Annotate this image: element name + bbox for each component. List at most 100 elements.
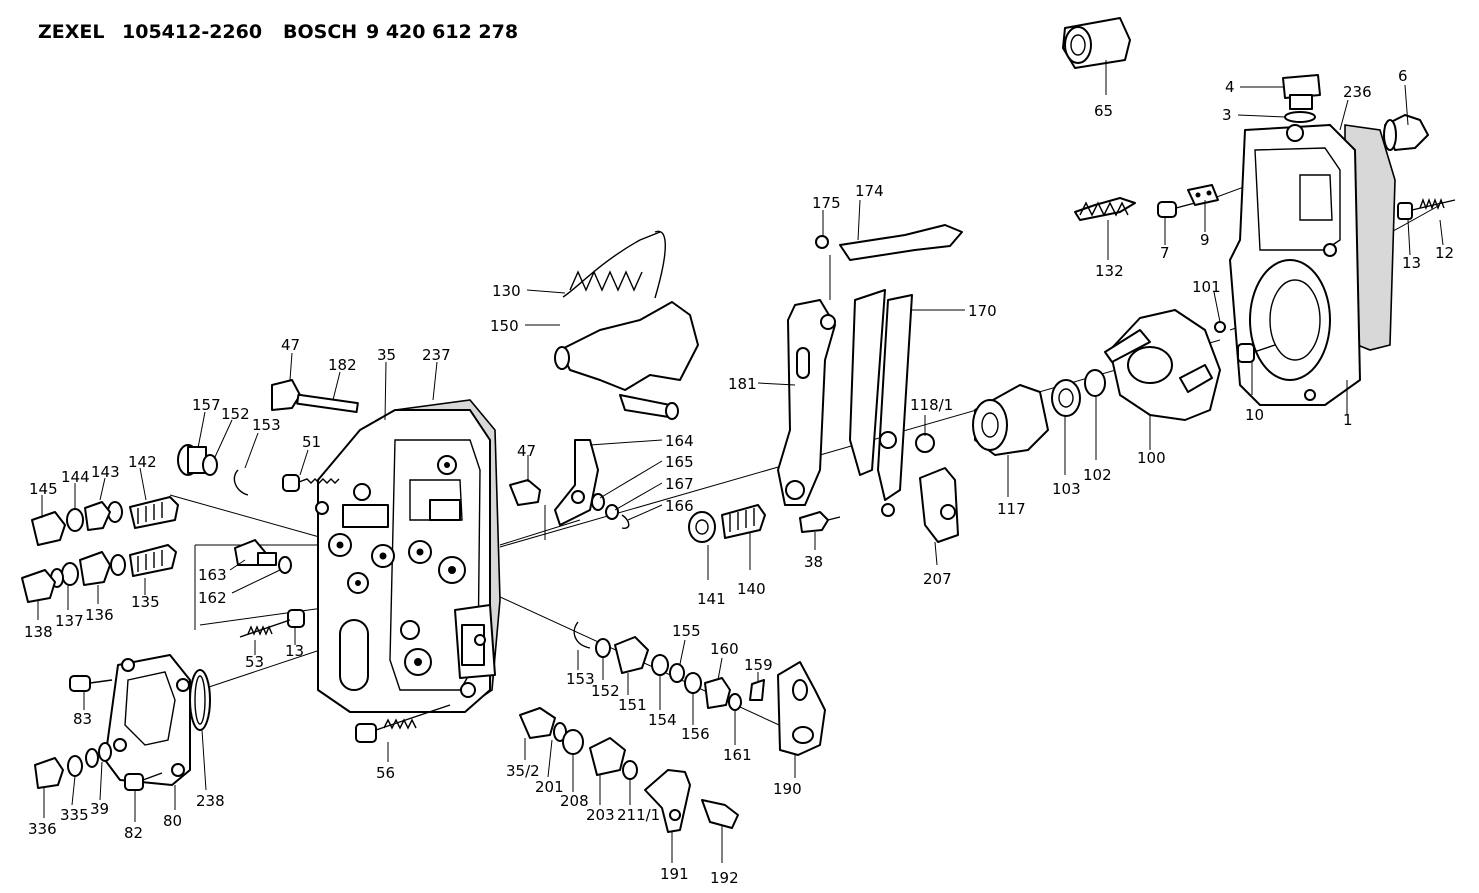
lower-center-parts [519,621,826,833]
label-336: 336 [28,820,57,838]
label-7: 7 [1160,244,1170,262]
label-208: 208 [560,792,589,810]
ring-152a [202,454,218,476]
nut-143 [84,501,111,531]
label-190: 190 [773,780,802,798]
nut-136 [79,551,111,586]
label-162: 162 [198,589,227,607]
label-80: 80 [163,812,182,830]
label-151: 151 [618,696,647,714]
header: ZEXEL 105412-2260 BOSCH 9 420 612 278 [38,21,518,43]
key-159 [749,679,765,701]
circlip-175 [815,235,829,249]
label-154: 154 [648,711,677,729]
brand-zexel: ZEXEL [38,21,105,43]
washer-102 [1084,369,1106,397]
governor-housing [1229,124,1396,406]
label-47a: 47 [281,336,300,354]
label-130: 130 [492,282,521,300]
label-181: 181 [728,375,757,393]
label-159: 159 [744,656,773,674]
label-83: 83 [73,710,92,728]
bolt-51 [282,474,300,492]
washer-144 [66,508,84,532]
brand-bosch: BOSCH [283,21,357,43]
lever-150 [559,301,699,391]
label-174: 174 [855,182,884,200]
screw-135 [129,544,177,577]
spring-lever-150 [554,230,699,420]
ring-154 [651,654,669,676]
label-192: 192 [710,869,739,887]
label-132: 132 [1095,262,1124,280]
washer-118-1 [915,433,935,453]
washer-137 [61,562,79,586]
cup-203 [589,737,626,776]
cap-nut-138 [21,569,56,603]
leader-lines [37,60,1444,863]
label-100: 100 [1137,449,1166,467]
label-4: 4 [1225,78,1235,96]
washer-161 [728,693,742,711]
screw-plug-4 [1282,74,1321,99]
part-labels: 65 4 3 236 6 132 7 9 13 12 101 10 1 100 … [24,67,1454,887]
lever-181 [777,299,836,506]
label-203: 203 [586,806,615,824]
label-137: 137 [55,612,84,630]
label-163: 163 [198,566,227,584]
label-3: 3 [1222,106,1232,124]
label-136: 136 [85,606,114,624]
label-207: 207 [923,570,952,588]
label-53: 53 [245,653,264,671]
label-1: 1 [1343,411,1353,429]
left-side-parts [21,379,541,743]
label-144: 144 [61,468,90,486]
label-160: 160 [710,640,739,658]
upper-right-parts [1062,17,1456,221]
bolt-82 [124,773,144,791]
label-165: 165 [665,453,694,471]
washer-162 [278,556,292,574]
bolt-47a [271,379,301,411]
label-236: 236 [1343,83,1372,101]
bolt-38 [799,511,829,533]
sleeve-117-group [799,384,1049,543]
label-157: 157 [192,396,221,414]
label-237: 237 [422,346,451,364]
governor-cover-housing [315,399,501,713]
nut-13a [1397,202,1413,220]
spring-208 [562,729,584,755]
label-13b: 13 [285,642,304,660]
bracket-207 [919,467,959,543]
bolt-10 [1237,343,1255,363]
lever-170a [849,289,886,476]
pin-182 [296,393,359,414]
label-141: 141 [697,590,726,608]
lever-assembly [777,224,963,517]
bolt-47b [509,479,541,506]
label-35-2: 35/2 [506,762,540,780]
bolt-7 [1157,201,1177,218]
label-39: 39 [90,800,109,818]
nut-141 [688,511,716,543]
screw-192 [701,799,739,829]
adjuster-35-2 [519,707,556,739]
washer-335 [67,755,83,777]
label-167: 167 [665,475,694,493]
spring-165 [591,493,605,511]
label-238: 238 [196,792,225,810]
arm-174 [839,224,963,261]
label-166: 166 [665,497,694,515]
label-156: 156 [681,725,710,743]
washer-39 [98,742,112,762]
sleeve-103 [1051,379,1081,417]
housing-window [342,504,389,528]
label-140: 140 [737,580,766,598]
label-6: 6 [1398,67,1408,85]
label-65: 65 [1094,102,1113,120]
bosch-part-number: 9 420 612 278 [366,21,518,43]
zexel-part-number: 105412-2260 [122,21,262,43]
clip-166 [621,514,630,529]
plate-9 [1187,184,1219,206]
label-145: 145 [29,480,58,498]
